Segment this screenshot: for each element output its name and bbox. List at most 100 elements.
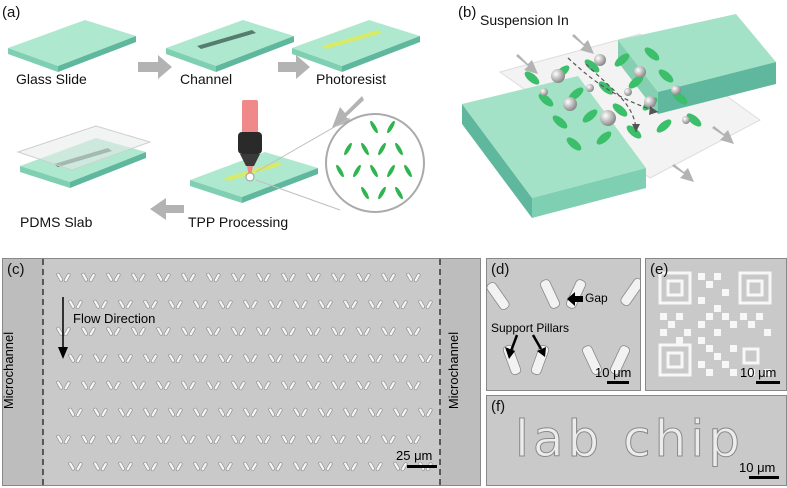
panel-b-drawing bbox=[462, 14, 776, 218]
tpp-block bbox=[190, 152, 318, 203]
step-label-channel: Channel bbox=[180, 71, 233, 87]
pillar-pair bbox=[56, 380, 71, 391]
channel-pillar bbox=[566, 137, 582, 151]
panel-e-label: (e) bbox=[650, 261, 669, 278]
pillar-pair bbox=[293, 461, 308, 472]
qr-module bbox=[676, 337, 683, 344]
pillar-pair bbox=[181, 272, 196, 283]
pillar-pair bbox=[331, 326, 346, 337]
channel-pillar bbox=[524, 71, 540, 85]
pillar-pair bbox=[418, 407, 433, 418]
qr-module bbox=[714, 273, 721, 280]
channel-pillar bbox=[614, 53, 630, 67]
qr-module bbox=[706, 369, 713, 376]
bead bbox=[644, 96, 656, 108]
panel-e-scale-text: 10 μm bbox=[740, 365, 777, 380]
pillar-pair bbox=[131, 380, 146, 391]
right-microchannel-label: Microchannel bbox=[446, 331, 462, 410]
panel-e-scalebar bbox=[756, 381, 780, 384]
pillar-pair bbox=[306, 434, 321, 445]
pillar-pair bbox=[131, 326, 146, 337]
pillar-pair bbox=[331, 380, 346, 391]
zoom-pillar bbox=[387, 164, 395, 178]
step-label-tpp: TPP Processing bbox=[188, 214, 289, 230]
channel-pillar bbox=[552, 115, 568, 129]
step-label-photoresist: Photoresist bbox=[316, 71, 387, 87]
pillar-pair bbox=[131, 272, 146, 283]
bead bbox=[551, 69, 565, 83]
pillar-pair bbox=[93, 353, 108, 364]
pillar-pair bbox=[293, 407, 308, 418]
panel-f-scalebar bbox=[749, 476, 779, 479]
pillar-pair bbox=[356, 326, 371, 337]
qr-module bbox=[660, 329, 667, 336]
pillar-pair bbox=[156, 434, 171, 445]
pillar-pair bbox=[156, 272, 171, 283]
pillar-pair bbox=[206, 326, 221, 337]
panel-d-scalebar bbox=[607, 381, 629, 384]
qr-module bbox=[714, 353, 721, 360]
pillar-pair bbox=[381, 272, 396, 283]
pillar-pair bbox=[393, 407, 408, 418]
pillar-pair bbox=[231, 434, 246, 445]
panel-a-label: (a) bbox=[2, 4, 21, 21]
pillar-pair bbox=[68, 299, 83, 310]
pillar-pair bbox=[168, 353, 183, 364]
photoresist-block bbox=[292, 20, 420, 72]
pillar-pair bbox=[193, 353, 208, 364]
pillar-pair bbox=[343, 353, 358, 364]
zoom-circle bbox=[325, 113, 425, 213]
pillar-pair bbox=[268, 299, 283, 310]
suspension-in-label: Suspension In bbox=[480, 12, 569, 28]
pillar-pair bbox=[256, 380, 271, 391]
outflow-arrow-2 bbox=[672, 164, 694, 182]
pillar-pair bbox=[56, 272, 71, 283]
qr-module bbox=[668, 321, 675, 328]
pillar-pair bbox=[368, 353, 383, 364]
qr-module bbox=[698, 337, 705, 344]
qr-module bbox=[740, 313, 747, 320]
step-arrow-1 bbox=[138, 55, 172, 79]
qr-module bbox=[722, 313, 729, 320]
pillar-pair bbox=[356, 380, 371, 391]
qr-module bbox=[730, 345, 737, 352]
zoom-pillar bbox=[353, 164, 361, 178]
qr-module bbox=[714, 305, 721, 312]
panel-e-qr-image bbox=[658, 271, 772, 377]
pillar-pair bbox=[93, 461, 108, 472]
pillar-pair bbox=[156, 380, 171, 391]
pillar-pair bbox=[106, 272, 121, 283]
pillar-pair bbox=[268, 461, 283, 472]
qr-module bbox=[698, 361, 705, 368]
pillar-pair bbox=[318, 461, 333, 472]
zoom-pillar bbox=[395, 186, 403, 200]
pillar-pair bbox=[281, 434, 296, 445]
qr-module bbox=[698, 297, 705, 304]
pillar-pair bbox=[281, 380, 296, 391]
channel-pillar bbox=[612, 103, 628, 117]
pillar-pair bbox=[206, 272, 221, 283]
bead bbox=[600, 110, 616, 126]
pillar-pair bbox=[56, 434, 71, 445]
bead bbox=[671, 85, 681, 95]
pillar-pair bbox=[93, 407, 108, 418]
pillar-pair bbox=[81, 434, 96, 445]
pillar-pair bbox=[381, 326, 396, 337]
qr-module bbox=[764, 329, 771, 336]
bead bbox=[634, 66, 646, 78]
pillar-pair bbox=[231, 380, 246, 391]
panel-d-scale-text: 10 μm bbox=[595, 365, 632, 380]
channel-pillar bbox=[538, 93, 554, 107]
qr-module bbox=[714, 329, 721, 336]
laser-objective-icon bbox=[238, 100, 262, 182]
pillar-pair bbox=[331, 434, 346, 445]
panel-b-label: (b) bbox=[458, 4, 477, 21]
bead bbox=[682, 116, 690, 124]
step-label-glass-slide: Glass Slide bbox=[16, 71, 87, 87]
panel-f-label: (f) bbox=[491, 398, 506, 415]
pillar-pair bbox=[168, 407, 183, 418]
panel-c-label: (c) bbox=[7, 261, 25, 278]
bead bbox=[586, 84, 594, 92]
pillar-pair bbox=[243, 407, 258, 418]
pillar-pair bbox=[368, 461, 383, 472]
